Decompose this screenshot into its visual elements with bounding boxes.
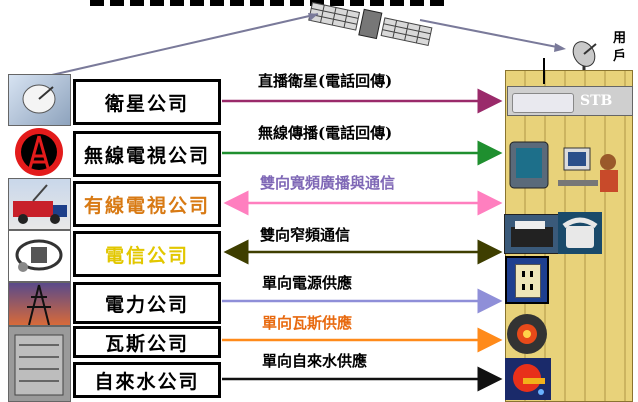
broadcast-tower-icon (8, 126, 71, 178)
provider-label: 衛星公司 (104, 92, 189, 115)
provider-terrestrial-tv: 無線電視公司 (73, 131, 221, 177)
link-label-gas: 單向瓦斯供應 (262, 314, 353, 332)
power-outlet-icon (505, 256, 549, 304)
telecom-icon (8, 230, 71, 282)
gas-icon (505, 312, 553, 356)
computer-icon (508, 140, 626, 206)
stb-device: STB (507, 86, 633, 116)
gas-meter-icon (8, 326, 71, 402)
power-line-icon (8, 282, 71, 326)
satellite-dish-icon (8, 74, 71, 126)
provider-label: 瓦斯公司 (104, 332, 189, 355)
cable-truck-icon (8, 178, 71, 230)
satellite-icon (305, 0, 445, 52)
provider-telecom: 電信公司 (73, 231, 221, 277)
link-label-power: 單向電源供應 (262, 274, 353, 292)
stb-label: STB (580, 93, 613, 109)
antenna-cable (543, 58, 545, 84)
top-title-fragment (90, 0, 450, 6)
fax-icon (504, 214, 560, 254)
provider-water: 自來水公司 (73, 362, 221, 398)
link-label-cable: 雙向寬頻廣播與通信 (260, 174, 396, 192)
user-dish-icon (566, 38, 606, 72)
link-label-telecom: 雙向窄頻通信 (260, 226, 351, 244)
provider-label: 電力公司 (104, 293, 189, 316)
user-label: 用戶 (613, 31, 627, 64)
link-label-satellite: 直播衛星(電話回傳) (258, 72, 393, 90)
link-label-terrestrial: 無線傳播(電話回傳) (258, 124, 393, 142)
provider-label: 自來水公司 (94, 370, 200, 393)
link-label-water: 單向自來水供應 (262, 352, 368, 370)
provider-label: 無線電視公司 (83, 144, 210, 167)
telephone-icon (558, 212, 602, 254)
water-faucet-icon (505, 358, 551, 400)
provider-power: 電力公司 (73, 282, 221, 324)
provider-gas: 瓦斯公司 (73, 326, 221, 358)
provider-cable-tv: 有線電視公司 (73, 181, 221, 227)
provider-label: 電信公司 (104, 244, 189, 267)
provider-label: 有線電視公司 (83, 194, 210, 217)
provider-satellite: 衛星公司 (73, 79, 221, 125)
